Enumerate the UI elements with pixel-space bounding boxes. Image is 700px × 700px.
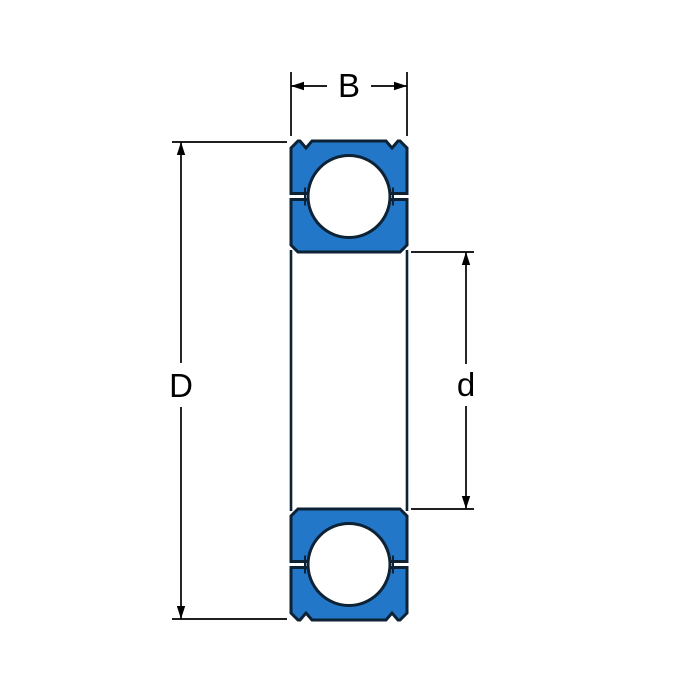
bore-diameter-dimension-d — [411, 251, 474, 510]
dimension-labels: B D d — [169, 67, 475, 404]
dimension-annotations: B D d — [169, 67, 475, 620]
d-cap-arrowhead-up-icon — [176, 142, 186, 155]
b-arrowhead-left-icon — [291, 81, 304, 91]
ball-top — [306, 154, 392, 239]
ball-bottom — [306, 522, 392, 607]
bore-diameter-dimension-label: d — [457, 366, 475, 403]
width-dimension-label: B — [338, 67, 360, 104]
outer-diameter-dimension-label: D — [169, 367, 193, 404]
d-arrowhead-down-icon — [461, 496, 471, 509]
bearing-cross-section — [289, 139, 409, 622]
b-arrowhead-right-icon — [394, 81, 407, 91]
outer-diameter-dimension-D — [172, 141, 287, 620]
dimension-arrowheads — [176, 81, 471, 619]
d-arrowhead-up-icon — [461, 252, 471, 265]
d-cap-arrowhead-down-icon — [176, 606, 186, 619]
